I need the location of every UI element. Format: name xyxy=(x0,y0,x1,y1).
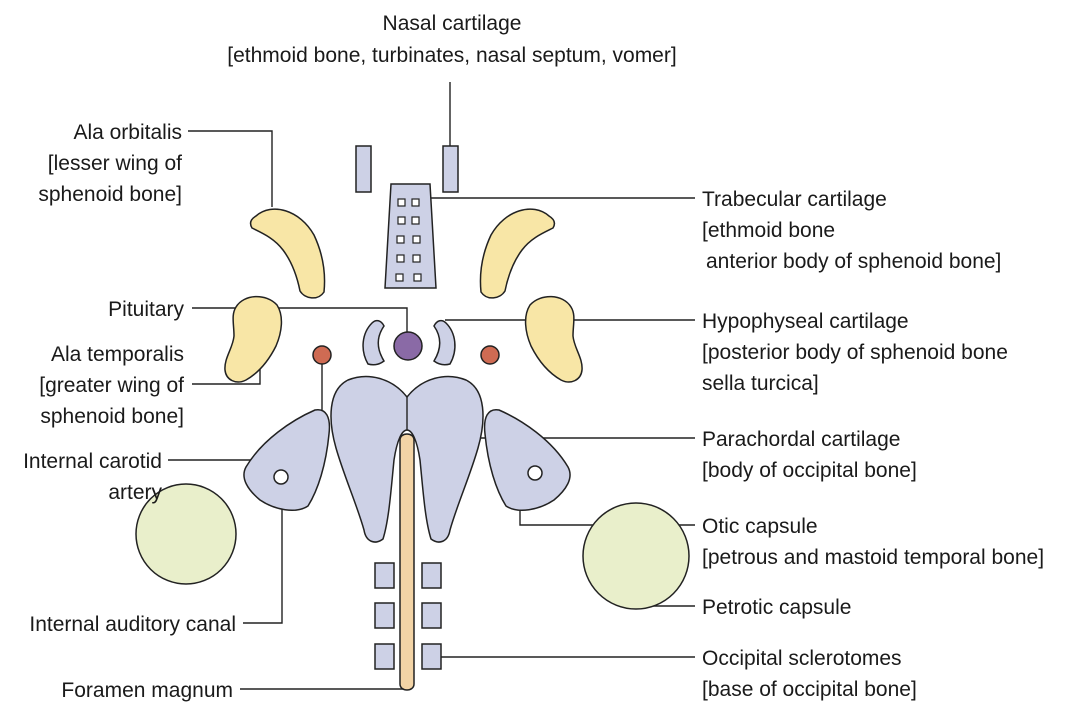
ala-temporalis-left xyxy=(225,297,282,382)
label-ala-temporalis: Ala temporalis xyxy=(51,343,184,366)
label-hypophyseal-cartilage-detail-2: sella turcica] xyxy=(702,372,819,395)
leader-ala-orbitalis xyxy=(188,131,272,207)
internal-auditory-canal-right xyxy=(528,466,542,480)
label-trabecular-cartilage-detail-1: [ethmoid bone xyxy=(702,219,835,242)
ala-orbitalis-left xyxy=(251,209,325,298)
nasal-cartilage-right-bar xyxy=(443,146,458,192)
label-otic-capsule-detail: [petrous and mastoid temporal bone] xyxy=(702,546,1044,569)
label-pituitary: Pituitary xyxy=(108,298,184,321)
nasal-cartilage-left-bar xyxy=(356,146,371,192)
hypophyseal-cartilage-left xyxy=(363,321,384,365)
otic-capsule-left xyxy=(244,410,329,511)
internal-carotid-artery-left xyxy=(313,346,331,364)
labels: Nasal cartilage [ethmoid bone, turbinate… xyxy=(23,12,1044,702)
sclerotome-left-1 xyxy=(375,563,394,588)
petrotic-capsule-right xyxy=(583,503,689,609)
label-parachordal-cartilage: Parachordal cartilage xyxy=(702,428,900,451)
label-occipital-sclerotomes: Occipital sclerotomes xyxy=(702,647,902,670)
internal-auditory-canal-left xyxy=(274,470,288,484)
foramen-magnum-notochord xyxy=(400,434,414,690)
label-trabecular-cartilage: Trabecular cartilage xyxy=(702,188,887,211)
sclerotome-right-3 xyxy=(422,644,441,669)
label-otic-capsule: Otic capsule xyxy=(702,515,818,538)
label-ala-temporalis-detail-1: [greater wing of xyxy=(39,374,184,397)
label-internal-auditory-canal: Internal auditory canal xyxy=(29,613,236,636)
label-ala-orbitalis-detail-2: sphenoid bone] xyxy=(38,183,182,206)
label-hypophyseal-cartilage: Hypophyseal cartilage xyxy=(702,310,909,333)
sclerotome-right-1 xyxy=(422,563,441,588)
label-trabecular-cartilage-detail-2: anterior body of sphenoid bone] xyxy=(706,250,1001,273)
otic-capsule-right xyxy=(485,410,570,511)
internal-carotid-artery-right xyxy=(481,346,499,364)
label-nasal-cartilage-detail: [ethmoid bone, turbinates, nasal septum,… xyxy=(227,44,676,67)
label-occipital-sclerotomes-detail: [base of occipital bone] xyxy=(702,678,917,701)
label-ala-orbitalis: Ala orbitalis xyxy=(73,121,182,144)
label-foramen-magnum: Foramen magnum xyxy=(61,679,233,702)
label-hypophyseal-cartilage-detail-1: [posterior body of sphenoid bone xyxy=(702,341,1008,364)
sclerotome-right-2 xyxy=(422,603,441,628)
label-internal-carotid-artery-2: artery xyxy=(108,481,162,504)
ala-temporalis-right xyxy=(526,297,583,382)
pituitary xyxy=(394,332,422,360)
ala-orbitalis-right xyxy=(480,209,554,298)
label-ala-temporalis-detail-2: sphenoid bone] xyxy=(40,405,184,428)
hypophyseal-cartilage-right xyxy=(434,321,455,365)
label-ala-orbitalis-detail-1: [lesser wing of xyxy=(48,152,182,175)
label-parachordal-cartilage-detail: [body of occipital bone] xyxy=(702,459,917,482)
sclerotome-left-3 xyxy=(375,644,394,669)
trabecular-cartilage xyxy=(385,184,436,288)
sclerotome-left-2 xyxy=(375,603,394,628)
label-nasal-cartilage: Nasal cartilage xyxy=(383,12,522,35)
label-internal-carotid-artery: Internal carotid xyxy=(23,450,162,473)
label-petrotic-capsule: Petrotic capsule xyxy=(702,596,851,619)
